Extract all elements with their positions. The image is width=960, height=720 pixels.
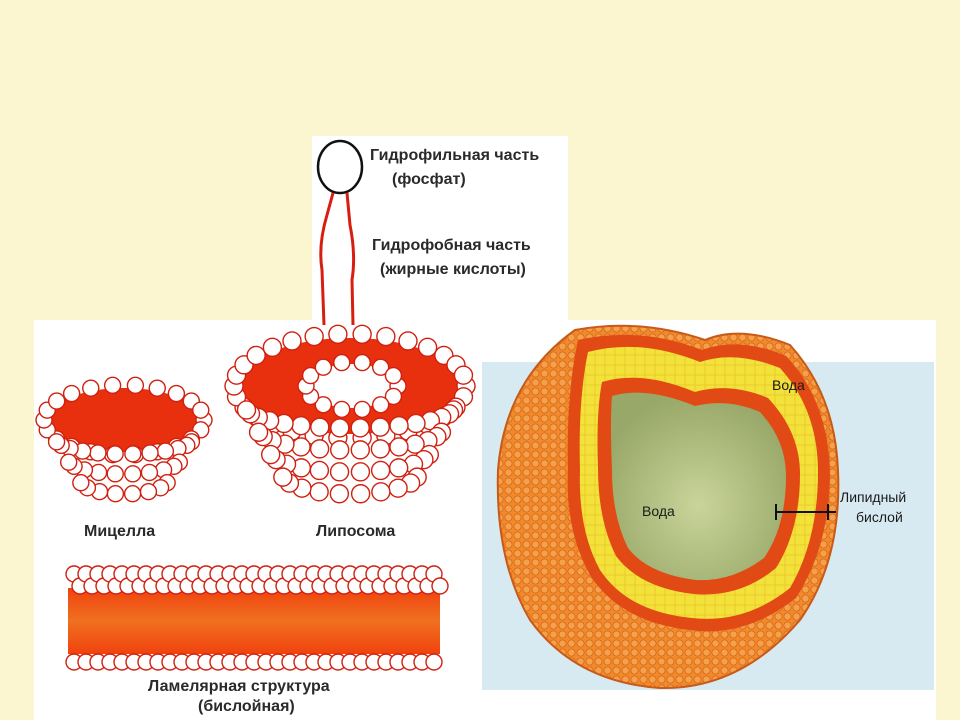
- lamellar-bilayer: [65, 565, 449, 671]
- micelle-lipid-head: [148, 379, 166, 397]
- liposome-lipid-head: [352, 324, 372, 344]
- bilayer-top-head: [431, 577, 449, 595]
- liposome-lipid-head: [389, 458, 409, 478]
- liposome-inner-head: [371, 396, 390, 414]
- micelle-lipid-head: [140, 463, 159, 482]
- micelle-lipid-head: [124, 445, 142, 463]
- liposome-lipid-head: [328, 324, 348, 344]
- liposome-lipid-head: [260, 444, 281, 465]
- micelle-lipid-head: [106, 465, 124, 483]
- liposome-inner-head: [333, 353, 351, 372]
- micelle-shape: [35, 376, 213, 503]
- liposome-inner-head: [384, 366, 403, 385]
- liposome-lipid-head: [389, 437, 409, 457]
- liposome-lipid-head: [236, 400, 257, 420]
- water-outside-label: Вода: [772, 377, 805, 393]
- liposome-lipid-head: [273, 467, 293, 487]
- hydrophobic-tail-left: [319, 192, 335, 326]
- bilayer-bottom-head: [425, 653, 443, 671]
- liposome-lipid-head: [350, 440, 371, 460]
- liposome-lipid-head: [376, 326, 396, 347]
- liposome-lipid-head: [309, 460, 330, 481]
- liposome-lipid-head: [370, 439, 391, 459]
- micelle-lipid-head: [139, 482, 158, 501]
- micelle-lipid-head: [106, 445, 124, 463]
- liposome-lipid-head: [310, 417, 330, 437]
- micelle-lipid-head: [59, 453, 78, 471]
- bilayer-label-2: бислой: [856, 509, 903, 525]
- micelle-lipid-head: [47, 392, 66, 410]
- liposome-lipid-head: [291, 415, 311, 436]
- liposome-inner-head: [301, 366, 320, 385]
- bilayer-label-1: Липидный: [840, 489, 907, 505]
- micelle-lipid-head: [47, 433, 66, 451]
- liposome-lipid-head: [248, 422, 269, 442]
- liposome-inner-head: [314, 396, 333, 414]
- lamellar-label-1: Ламелярная структура: [148, 678, 330, 695]
- micelle-lipid-head: [123, 485, 142, 503]
- liposome-lipid-head: [453, 365, 474, 385]
- liposome-illustration: [482, 324, 934, 690]
- liposome-lipid-head: [417, 337, 438, 358]
- water-inside-label: Вода: [642, 503, 675, 519]
- lamellar-label-2: (бислойная): [198, 698, 295, 715]
- micelle-lipid-head: [126, 376, 145, 395]
- liposome-inner-head: [384, 387, 403, 406]
- liposome-lipid-head: [398, 331, 418, 351]
- liposome-lipid-head: [329, 440, 350, 460]
- hydrophobic-label-1: Гидрофобная часть: [372, 237, 531, 254]
- micelle-label: Мицелла: [84, 523, 156, 540]
- hydrophilic-label-1: Гидрофильная часть: [370, 147, 540, 164]
- liposome-lipid-head: [350, 484, 371, 504]
- liposome-lipid-head: [329, 462, 350, 482]
- liposome-lipid-head: [406, 413, 426, 434]
- liposome-lipid-head: [246, 345, 266, 366]
- micelle-lipid-head: [89, 463, 108, 482]
- liposome-lipid-head: [330, 418, 350, 438]
- micelle-lipid-head: [167, 384, 186, 403]
- liposome-lipid-head: [389, 415, 409, 436]
- liposome-lipid-head: [370, 460, 391, 481]
- micelle-lipid-head: [124, 465, 142, 483]
- micelle-lipid-head: [156, 442, 175, 460]
- micelle-lipid-head: [192, 401, 210, 419]
- liposome-lipid-head: [371, 482, 391, 502]
- liposome-shape: [224, 324, 476, 504]
- liposome-inner-head: [353, 353, 371, 372]
- phospholipid-molecule: [316, 139, 364, 326]
- liposome-lipid-head: [370, 417, 390, 437]
- inner-water: [611, 392, 786, 581]
- micelle-lipid-head: [103, 376, 122, 395]
- liposome-lipid-head: [282, 331, 302, 351]
- liposome-label: Липосома: [316, 523, 396, 540]
- hydrophilic-head: [316, 139, 364, 195]
- liposome-lipid-head: [388, 478, 408, 498]
- liposome-lipid-head: [291, 437, 311, 457]
- micelle-lipid-head: [62, 384, 81, 403]
- liposome-inner-head: [333, 400, 351, 419]
- micelle-lipid-head: [89, 444, 107, 462]
- liposome-lipid-head: [262, 337, 283, 358]
- liposome-inner-head: [314, 358, 333, 376]
- liposome-lipid-head: [350, 462, 371, 482]
- hydrophobic-label-2: (жирные кислоты): [380, 261, 526, 278]
- micelle-lipid-head: [82, 379, 100, 397]
- liposome-inner-head: [371, 358, 390, 376]
- hydrophilic-label-2: (фосфат): [392, 171, 466, 188]
- liposome-lipid-head: [329, 484, 350, 504]
- liposome-inner-head: [353, 400, 371, 419]
- liposome-lipid-head: [304, 326, 324, 347]
- micelle-lipid-head: [141, 444, 159, 462]
- micelle-lipid-head: [72, 474, 90, 492]
- liposome-lipid-head: [309, 439, 330, 459]
- liposome-lipid-head: [309, 482, 329, 502]
- liposome-lipid-head: [350, 418, 370, 438]
- hydrophobic-tail-right: [345, 192, 356, 326]
- micelle-lipid-head: [106, 485, 125, 503]
